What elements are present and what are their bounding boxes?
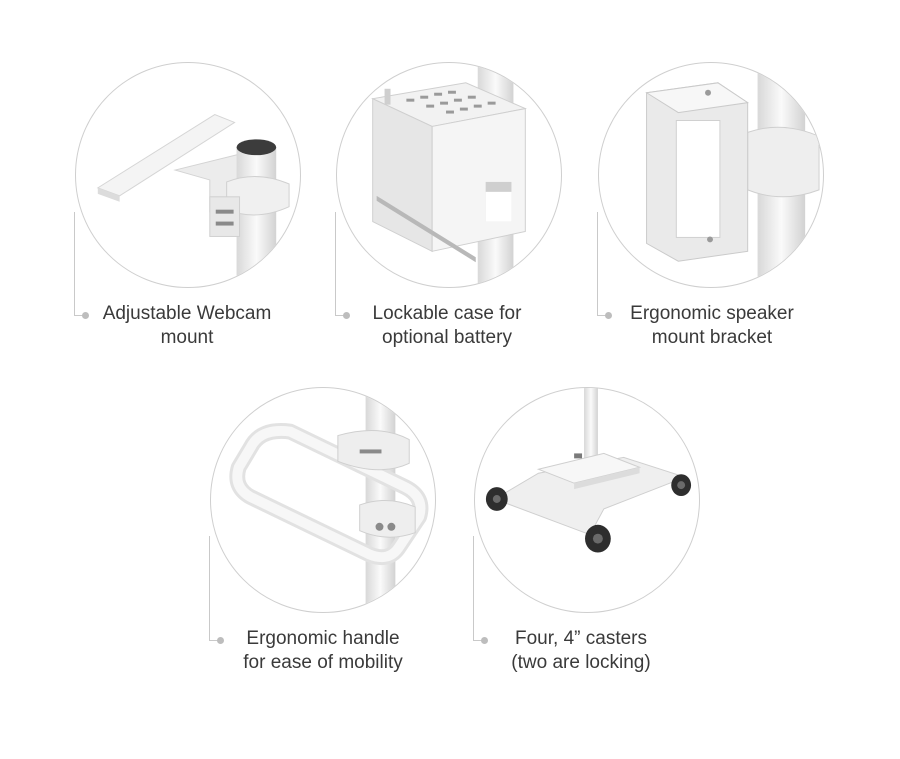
battery-leader-dot bbox=[343, 312, 350, 319]
casters-leader-line bbox=[473, 536, 485, 641]
handle-caption-line-2: for ease of mobility bbox=[243, 652, 403, 673]
battery-case-icon bbox=[371, 63, 527, 287]
handle-icon bbox=[229, 388, 429, 612]
speaker-caption-line-2: mount bracket bbox=[651, 327, 773, 348]
battery-leader-line bbox=[335, 212, 347, 316]
webcam-mount-circle bbox=[75, 62, 301, 288]
speaker-leader-dot bbox=[605, 312, 612, 319]
speaker-bracket-circle bbox=[598, 62, 824, 288]
casters-caption-line-1: Four, 4” casters bbox=[515, 628, 647, 649]
webcam-leader-line bbox=[74, 212, 86, 316]
webcam-caption-line-2: mount bbox=[160, 327, 214, 348]
webcam-leader-dot bbox=[82, 312, 89, 319]
casters-caption: Four, 4” casters (two are locking) bbox=[485, 627, 677, 675]
speaker-caption: Ergonomic speaker mount bracket bbox=[609, 302, 815, 350]
handle-leader-dot bbox=[217, 637, 224, 644]
battery-caption: Lockable case for optional battery bbox=[347, 302, 547, 350]
battery-caption-line-1: Lockable case for bbox=[372, 303, 522, 324]
webcam-mount-icon bbox=[96, 113, 290, 287]
casters-caption-line-2: (two are locking) bbox=[511, 652, 651, 673]
speaker-leader-line bbox=[597, 212, 609, 316]
handle-caption: Ergonomic handle for ease of mobility bbox=[222, 627, 424, 675]
caster-base-circle bbox=[474, 387, 700, 613]
casters-leader-dot bbox=[481, 637, 488, 644]
webcam-caption-line-1: Adjustable Webcam bbox=[102, 303, 272, 324]
battery-caption-line-2: optional battery bbox=[382, 327, 512, 348]
handle-circle bbox=[210, 387, 436, 613]
handle-caption-line-1: Ergonomic handle bbox=[246, 628, 400, 649]
caster-base-icon bbox=[485, 388, 692, 553]
battery-case-circle bbox=[336, 62, 562, 288]
handle-leader-line bbox=[209, 536, 221, 641]
speaker-caption-line-1: Ergonomic speaker bbox=[630, 303, 794, 324]
speaker-bracket-icon bbox=[645, 63, 820, 287]
webcam-caption: Adjustable Webcam mount bbox=[86, 302, 288, 350]
